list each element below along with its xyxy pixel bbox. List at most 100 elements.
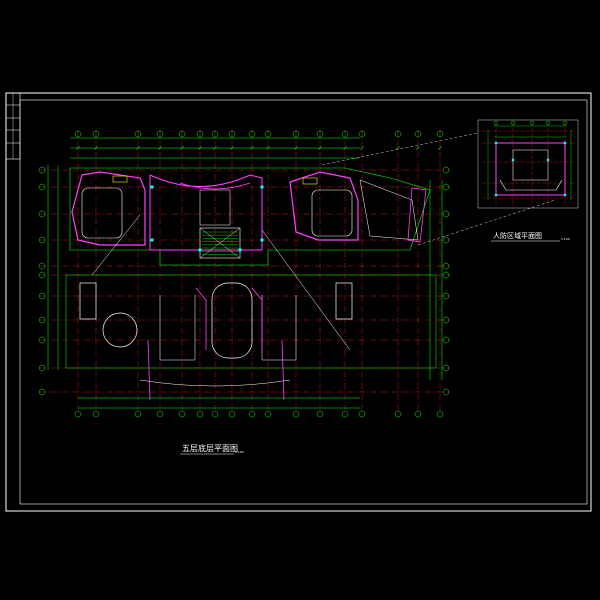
dimension-tick xyxy=(230,146,234,150)
axis-bubble-right xyxy=(442,292,450,300)
axis-bubble-bottom xyxy=(178,410,186,418)
column-marker xyxy=(260,238,264,242)
dimension-tick xyxy=(294,146,298,150)
axis-bubble-top xyxy=(92,130,100,138)
axis-bubble-left xyxy=(38,316,46,324)
inner-frame xyxy=(19,99,588,505)
podium-wall-post xyxy=(147,339,151,401)
inset-floor-plan xyxy=(477,119,579,209)
room-right xyxy=(311,189,353,237)
room-core xyxy=(199,189,231,226)
axis-bubble-bottom xyxy=(196,410,204,418)
axis-bubble-bottom xyxy=(211,410,219,418)
wall-curve xyxy=(179,182,251,190)
axis-bubble-bottom xyxy=(316,410,324,418)
axis-bubble-left xyxy=(38,236,46,244)
axis-bubble-right xyxy=(442,236,450,244)
axis-bubble-left xyxy=(38,183,46,191)
dimension-tick xyxy=(438,146,442,150)
main-plan-scale: 1:100 xyxy=(235,450,244,454)
inset-plan-scale: 1:100 xyxy=(561,237,570,241)
dimension-tick xyxy=(360,146,364,150)
dimension-tick xyxy=(198,146,202,150)
podium-wall-left xyxy=(195,287,207,350)
axis-bubble-top xyxy=(394,130,402,138)
dimension-tick xyxy=(180,146,184,150)
inset-column xyxy=(563,193,567,197)
wall-unit-right xyxy=(289,171,359,241)
axis-bubble-right xyxy=(442,388,450,396)
inset-column xyxy=(511,158,515,162)
axis-bubble-right xyxy=(442,316,450,324)
axis-bubble-left xyxy=(38,388,46,396)
axis-bubble-left xyxy=(38,210,46,218)
axis-bubble-top xyxy=(248,130,256,138)
podium-oval xyxy=(211,282,253,359)
column-marker xyxy=(238,248,242,252)
inset-bubble xyxy=(545,120,551,126)
inset-column xyxy=(563,141,567,145)
column-marker xyxy=(150,185,154,189)
title-block xyxy=(5,92,21,160)
inset-column xyxy=(494,193,498,197)
axis-bubble-top xyxy=(156,130,164,138)
podium-room-left xyxy=(79,282,97,320)
axis-bubble-top xyxy=(358,130,366,138)
podium-shaft-left xyxy=(159,295,196,361)
axis-bubble-top xyxy=(264,130,272,138)
axis-bubble-left xyxy=(38,292,46,300)
axis-bubble-top xyxy=(211,130,219,138)
axis-bubble-bottom xyxy=(358,410,366,418)
axis-bubble-left xyxy=(38,262,46,270)
wall-unit-left xyxy=(71,171,146,246)
axis-bubble-top xyxy=(134,130,142,138)
axis-bubble-bottom xyxy=(248,410,256,418)
axis-bubble-bottom xyxy=(228,410,236,418)
dimension-tick xyxy=(266,146,270,150)
column-marker xyxy=(198,248,202,252)
dimension-tick xyxy=(213,146,217,150)
axis-bubble-bottom xyxy=(414,410,422,418)
axis-bubble-top xyxy=(341,130,349,138)
axis-bubble-bottom xyxy=(74,410,82,418)
dimension-tick xyxy=(158,146,162,150)
dimension-tick xyxy=(136,146,140,150)
main-floor-plan xyxy=(38,130,450,418)
inset-bubble xyxy=(510,120,516,126)
dimension-tick xyxy=(94,146,98,150)
axis-bubble-bottom xyxy=(156,410,164,418)
right-wing-wall xyxy=(407,187,427,243)
axis-bubble-top xyxy=(196,130,204,138)
axis-bubble-top xyxy=(292,130,300,138)
axis-bubble-left xyxy=(38,364,46,372)
axis-bubble-bottom xyxy=(92,410,100,418)
dimension-tick xyxy=(343,146,347,150)
axis-bubble-top xyxy=(228,130,236,138)
podium-room-right xyxy=(335,282,353,320)
podium-shaft-right xyxy=(261,295,297,361)
podium-curve xyxy=(139,379,291,387)
axis-bubble-top xyxy=(436,130,444,138)
label-box-left xyxy=(112,175,128,183)
axis-bubble-top xyxy=(414,130,422,138)
building-outline xyxy=(69,167,431,266)
dimension-tick xyxy=(416,146,420,150)
podium-outline xyxy=(65,274,437,369)
dimension-tick xyxy=(250,146,254,150)
axis-bubble-top xyxy=(316,130,324,138)
leader-diagonal xyxy=(91,214,141,276)
callout-leaders xyxy=(321,132,556,246)
inset-frame xyxy=(477,119,579,209)
inset-plan-title: 人防区域平面图 xyxy=(493,231,542,240)
right-wing xyxy=(359,179,419,241)
column-marker xyxy=(260,185,264,189)
axis-bubble-right xyxy=(442,364,450,372)
axis-bubble-right xyxy=(442,271,450,279)
axis-bubble-bottom xyxy=(436,410,444,418)
axis-bubble-right xyxy=(442,336,450,344)
podium-ramp xyxy=(102,312,138,348)
axis-bubble-left xyxy=(38,336,46,344)
room-left xyxy=(81,187,123,239)
